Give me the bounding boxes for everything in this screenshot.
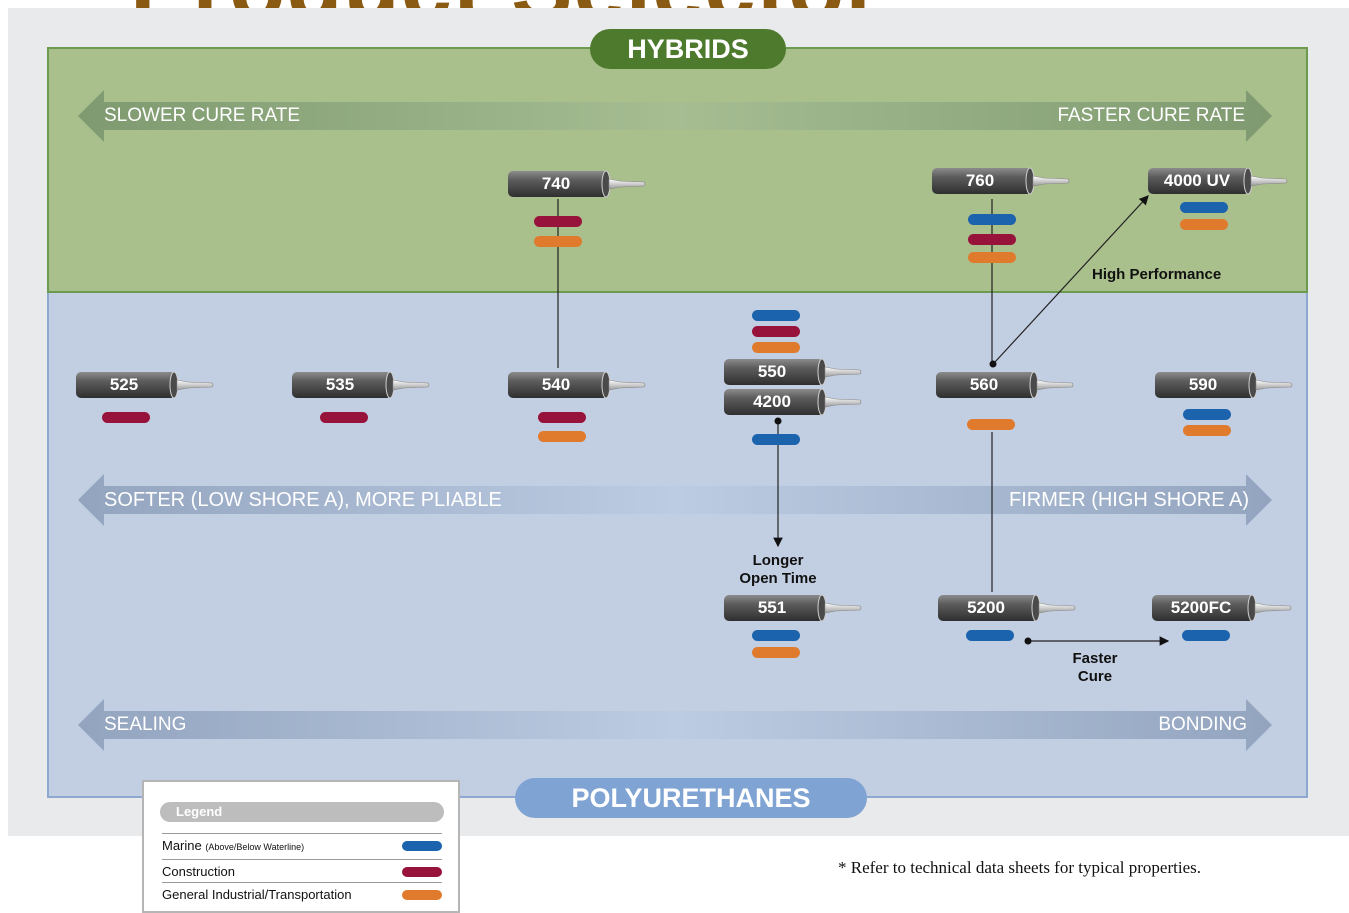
hardness-arrow <box>78 474 1272 526</box>
high-performance-note: High Performance <box>1092 266 1222 283</box>
product-label-5200fc: 5200FC <box>1170 598 1232 617</box>
product-label-4200: 4200 <box>753 392 791 411</box>
cartridge-icon <box>724 594 862 622</box>
legend-marine-swatch <box>402 841 442 851</box>
product-cartridge-590: 590 <box>1153 370 1293 400</box>
use-bar-marine-590 <box>1183 409 1231 420</box>
connector-dot-560 <box>989 360 997 368</box>
use-bar-industrial-560 <box>967 419 1015 430</box>
product-cartridge-4200: 4200 <box>722 387 862 417</box>
hardness-left-label: SOFTER (LOW SHORE A), MORE PLIABLE <box>104 489 502 511</box>
hybrids-zone <box>47 47 1308 293</box>
legend-marine-label: Marine <box>162 838 202 853</box>
cure-rate-arrow <box>78 90 1272 142</box>
use-bar-marine-4200 <box>752 434 800 445</box>
use-bar-construction-540 <box>538 412 586 423</box>
connector-560-4000uv <box>994 195 1149 363</box>
faster-cure-line-1: Faster <box>1072 650 1118 667</box>
use-bar-industrial-740 <box>534 236 582 247</box>
sealing-bonding-arrow <box>78 699 1272 751</box>
use-bar-industrial-551 <box>752 647 800 658</box>
use-bar-industrial-590 <box>1183 425 1231 436</box>
cartridge-icon <box>1152 594 1292 622</box>
longer-open-time-line-2: Open Time <box>739 570 817 587</box>
footnote: * Refer to technical data sheets for typ… <box>838 858 1201 877</box>
product-cartridge-5200: 5200 <box>936 593 1076 623</box>
cartridge-icon <box>1148 167 1288 195</box>
cartridge-icon <box>1155 371 1293 399</box>
product-cartridge-4000uv: 4000 UV <box>1146 166 1288 196</box>
product-label-590: 590 <box>1188 375 1218 394</box>
cure-rate-left-label: SLOWER CURE RATE <box>104 105 301 126</box>
cartridge-icon <box>936 371 1074 399</box>
product-cartridge-540: 540 <box>506 370 646 400</box>
cure-rate-right-label: FASTER CURE RATE <box>1057 105 1245 126</box>
connector-dot-5200 <box>1024 637 1032 645</box>
legend-marine-note: (Above/Below Waterline) <box>205 842 305 852</box>
product-label-550: 550 <box>757 362 787 381</box>
product-cartridge-760: 760 <box>930 166 1070 196</box>
use-bar-industrial-540 <box>538 431 586 442</box>
use-bar-industrial-4000uv <box>1180 219 1228 230</box>
cartridge-icon <box>938 594 1076 622</box>
sealing-label: SEALING <box>104 714 187 735</box>
cartridge-icon <box>724 358 862 386</box>
legend-construction-label: Construction <box>162 864 235 879</box>
longer-open-time-note: Longer Open Time <box>728 552 828 588</box>
bonding-label: BONDING <box>1158 714 1247 735</box>
product-label-760: 760 <box>965 171 995 190</box>
faster-cure-line-2: Cure <box>1077 668 1113 685</box>
hardness-right-label: FIRMER (HIGH SHORE A) <box>1008 489 1249 511</box>
product-cartridge-525: 525 <box>74 370 214 400</box>
product-cartridge-550: 550 <box>722 357 862 387</box>
product-label-525: 525 <box>109 375 139 394</box>
use-bar-marine-5200 <box>966 630 1014 641</box>
legend-row-industrial: General Industrial/Transportation <box>162 882 442 905</box>
cartridge-icon <box>292 371 430 399</box>
longer-open-time-line-1: Longer <box>752 552 804 569</box>
product-label-740: 740 <box>541 174 571 193</box>
product-cartridge-551: 551 <box>722 593 862 623</box>
faster-cure-note: Faster Cure <box>1055 650 1135 686</box>
cartridge-icon <box>508 170 646 198</box>
use-bar-marine-760 <box>968 214 1016 225</box>
cartridge-icon <box>76 371 214 399</box>
use-bar-marine-4000uv <box>1180 202 1228 213</box>
use-bar-marine-551 <box>752 630 800 641</box>
legend: Legend Marine (Above/Below Waterline) Co… <box>142 780 460 913</box>
product-label-551: 551 <box>757 598 787 617</box>
legend-title: Legend <box>160 802 444 822</box>
product-cartridge-5200fc: 5200FC <box>1150 593 1292 623</box>
product-label-535: 535 <box>325 375 355 394</box>
product-label-5200: 5200 <box>967 598 1005 617</box>
legend-industrial-label: General Industrial/Transportation <box>162 887 352 902</box>
legend-row-marine: Marine (Above/Below Waterline) <box>162 833 442 856</box>
product-cartridge-535: 535 <box>290 370 430 400</box>
cartridge-icon <box>508 371 646 399</box>
use-bar-construction-550 <box>752 326 800 337</box>
hybrids-label: HYBRIDS <box>590 29 786 69</box>
use-bar-marine-5200fc <box>1182 630 1230 641</box>
use-bar-construction-525 <box>102 412 150 423</box>
legend-row-construction: Construction <box>162 859 442 882</box>
cartridge-icon <box>724 388 862 416</box>
polyurethanes-label: POLYURETHANES <box>515 778 867 818</box>
use-bar-industrial-760 <box>968 252 1016 263</box>
use-bar-industrial-550 <box>752 342 800 353</box>
legend-industrial-swatch <box>402 890 442 900</box>
product-label-560: 560 <box>969 375 999 394</box>
cartridge-icon <box>932 167 1070 195</box>
connector-dot-4200 <box>774 417 782 425</box>
use-bar-marine-550 <box>752 310 800 321</box>
product-cartridge-740: 740 <box>506 169 646 199</box>
product-label-4000uv: 4000 UV <box>1163 171 1231 190</box>
product-label-540: 540 <box>541 375 571 394</box>
use-bar-construction-740 <box>534 216 582 227</box>
product-cartridge-560: 560 <box>934 370 1074 400</box>
legend-construction-swatch <box>402 867 442 877</box>
use-bar-construction-535 <box>320 412 368 423</box>
use-bar-construction-760 <box>968 234 1016 245</box>
